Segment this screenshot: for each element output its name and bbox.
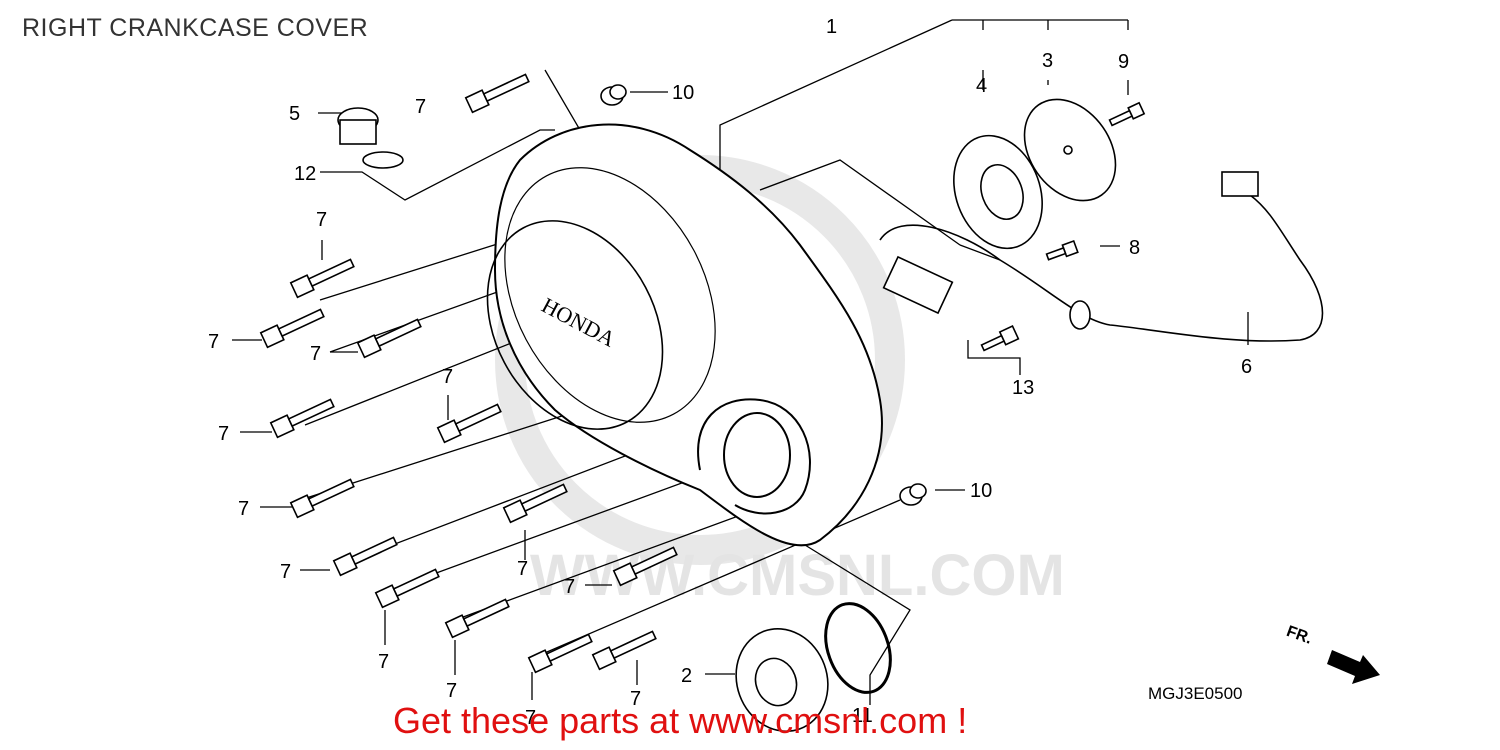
- timing-hole-plug: [735, 602, 892, 733]
- svg-text:7: 7: [517, 558, 528, 580]
- callout-3: 3: [1042, 50, 1053, 72]
- svg-text:7: 7: [310, 343, 321, 365]
- callout-7: 7: [415, 96, 426, 118]
- callout-1: 1: [826, 16, 837, 38]
- svg-text:10: 10: [970, 480, 992, 502]
- svg-text:7: 7: [564, 576, 575, 598]
- svg-text:7: 7: [280, 561, 291, 583]
- page-title: RIGHT CRANKCASE COVER: [22, 14, 369, 42]
- front-direction-arrow: [1327, 650, 1380, 684]
- svg-text:7: 7: [218, 423, 229, 445]
- callout-11: 11: [852, 705, 873, 727]
- pulser-rotor: [953, 98, 1117, 250]
- bolts: [259, 73, 1146, 674]
- callout-10: 10: [672, 82, 694, 104]
- dowel-pins: [600, 84, 927, 506]
- callout-6: 6: [1241, 356, 1252, 378]
- callout-2: 2: [681, 665, 692, 687]
- svg-text:7: 7: [525, 707, 536, 729]
- svg-text:7: 7: [208, 331, 219, 353]
- svg-text:7: 7: [378, 651, 389, 673]
- diagram-code: MGJ3E0500: [1148, 684, 1243, 703]
- callout-9: 9: [1118, 51, 1129, 73]
- svg-text:7: 7: [238, 498, 249, 520]
- pulse-generator: [879, 171, 1324, 342]
- callout-4: 4: [976, 75, 987, 97]
- callout-labels: 1 2 3 4 5 6 7 7 7 7 7 7 7 7 7 7 7 7 7 7 …: [208, 16, 1252, 729]
- callout-5: 5: [289, 103, 300, 125]
- svg-text:7: 7: [630, 688, 641, 710]
- watermark-text: WWW.CMSNL.COM: [530, 543, 1065, 608]
- callout-12: 12: [294, 163, 316, 185]
- oil-filler-cap: [337, 107, 404, 169]
- svg-text:7: 7: [442, 366, 453, 388]
- callout-8: 8: [1129, 237, 1140, 259]
- svg-text:7: 7: [446, 680, 457, 702]
- crankcase-cover: HONDA: [486, 123, 883, 547]
- callout-13: 13: [1012, 377, 1034, 399]
- promo-link[interactable]: Get these parts at www.cmsnl.com !: [393, 700, 968, 741]
- svg-text:7: 7: [316, 209, 327, 231]
